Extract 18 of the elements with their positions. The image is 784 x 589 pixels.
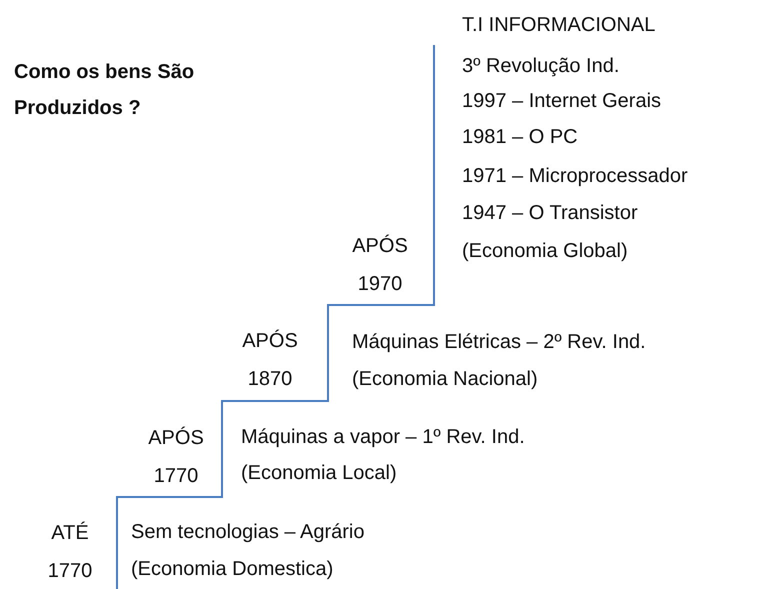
title: Como os bens São Produzidos ? bbox=[14, 60, 196, 121]
stage-text: (Economia Global) bbox=[462, 239, 628, 263]
stage-text: (Economia Domestica) bbox=[131, 557, 334, 581]
period-label: APÓS 1770 bbox=[147, 426, 205, 489]
stage-text: 1971 – Microprocessador bbox=[462, 164, 688, 188]
stage-text: T.I INFORMACIONAL bbox=[462, 13, 656, 37]
stage-text: 1947 – O Transistor bbox=[462, 201, 638, 225]
stage-text: 3º Revolução Ind. bbox=[462, 54, 620, 78]
stage-text: (Economia Nacional) bbox=[352, 367, 538, 391]
period-label: ATÉ 1770 bbox=[46, 520, 94, 584]
stage-text: 1981 – O PC bbox=[462, 125, 578, 149]
stage-text: Sem tecnologias – Agrário bbox=[131, 520, 364, 544]
stage-text: 1997 – Internet Gerais bbox=[462, 89, 662, 113]
stage-text: Máquinas Elétricas – 2º Rev. Ind. bbox=[352, 330, 646, 354]
period-label: APÓS 1970 bbox=[351, 234, 409, 297]
period-label: APÓS 1870 bbox=[241, 328, 299, 392]
stage-text: (Economia Local) bbox=[241, 461, 397, 485]
stage-text: Máquinas a vapor – 1º Rev. Ind. bbox=[241, 425, 525, 449]
